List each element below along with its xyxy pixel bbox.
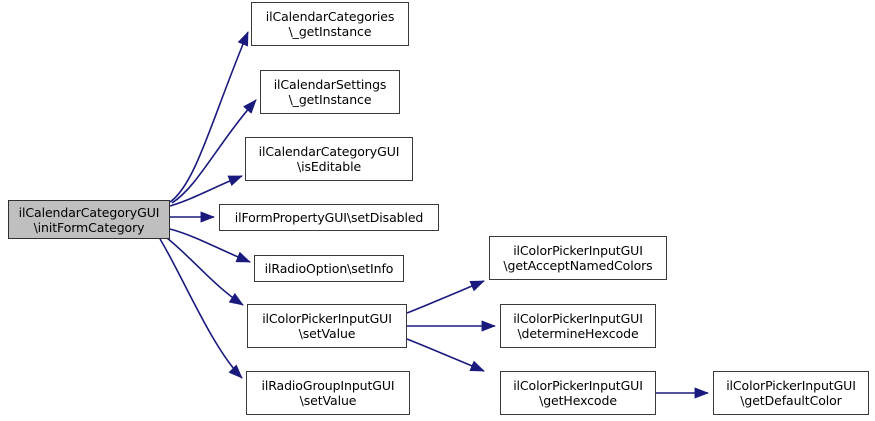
graph-node-label-line1: ilCalendarSettings — [273, 77, 387, 92]
graph-node-label-line2: \_getInstance — [288, 24, 372, 39]
graph-edge-n0-to-n3 — [169, 175, 243, 207]
graph-edge-n0-to-n6 — [166, 237, 244, 306]
graph-edge-n0-to-n2 — [171, 99, 257, 204]
graph-node-label-line2: \getDefaultColor — [740, 393, 842, 408]
graph-node-n5[interactable]: ilRadioOption\setInfo — [254, 255, 404, 282]
graph-node-label-line1: ilFormPropertyGUI\setDisabled — [234, 210, 424, 225]
graph-node-label-line1: ilRadioOption\setInfo — [264, 261, 394, 276]
graph-node-label-line1: ilCalendarCategoryGUI — [18, 204, 160, 220]
graph-node-label-line1: ilColorPickerInputGUI — [513, 378, 643, 393]
graph-node-label-line1: ilColorPickerInputGUI — [262, 311, 392, 326]
graph-node-n8[interactable]: ilColorPickerInputGUI\getAcceptNamedColo… — [489, 236, 667, 280]
graph-node-label-line2: \determineHexcode — [517, 326, 639, 341]
graph-node-n7[interactable]: ilRadioGroupInputGUI\setValue — [246, 371, 410, 415]
graph-edge-n6-to-n8 — [406, 280, 485, 314]
graph-node-n3[interactable]: ilCalendarCategoryGUI\isEditable — [245, 137, 413, 181]
graph-node-n10[interactable]: ilColorPickerInputGUI\getHexcode — [500, 371, 656, 415]
graph-node-label-line1: ilCalendarCategories — [265, 9, 395, 24]
graph-node-n4[interactable]: ilFormPropertyGUI\setDisabled — [219, 204, 439, 231]
graph-node-label-line2: \setValue — [298, 326, 356, 341]
graph-node-label-line2: \setValue — [299, 393, 357, 408]
graph-node-n9[interactable]: ilColorPickerInputGUI\determineHexcode — [500, 304, 656, 348]
graph-node-label-line2: \_getInstance — [288, 92, 372, 107]
graph-node-n0[interactable]: ilCalendarCategoryGUI\initFormCategory — [8, 200, 170, 239]
graph-edge-n0-to-n5 — [169, 228, 251, 263]
graph-node-label-line1: ilColorPickerInputGUI — [513, 243, 643, 258]
graph-node-label-line2: \getAcceptNamedColors — [503, 258, 653, 273]
graph-node-label-line2: \getHexcode — [539, 393, 617, 408]
graph-edge-n0-to-n1 — [169, 31, 249, 203]
graph-node-label-line2: \isEditable — [296, 159, 362, 174]
graph-node-label-line1: ilColorPickerInputGUI — [513, 311, 643, 326]
graph-node-n2[interactable]: ilCalendarSettings\_getInstance — [260, 70, 400, 114]
graph-node-label-line1: ilRadioGroupInputGUI — [261, 378, 395, 393]
graph-edge-n6-to-n10 — [406, 338, 485, 372]
graph-node-n1[interactable]: ilCalendarCategories\_getInstance — [251, 2, 409, 46]
graph-node-label-line1: ilCalendarCategoryGUI — [258, 144, 400, 159]
graph-node-n6[interactable]: ilColorPickerInputGUI\setValue — [247, 304, 407, 348]
graph-edge-n0-to-n7 — [159, 238, 243, 379]
graph-node-label-line2: \initFormCategory — [33, 219, 145, 235]
graph-node-label-line1: ilColorPickerInputGUI — [726, 378, 856, 393]
graph-node-n11[interactable]: ilColorPickerInputGUI\getDefaultColor — [713, 371, 869, 415]
